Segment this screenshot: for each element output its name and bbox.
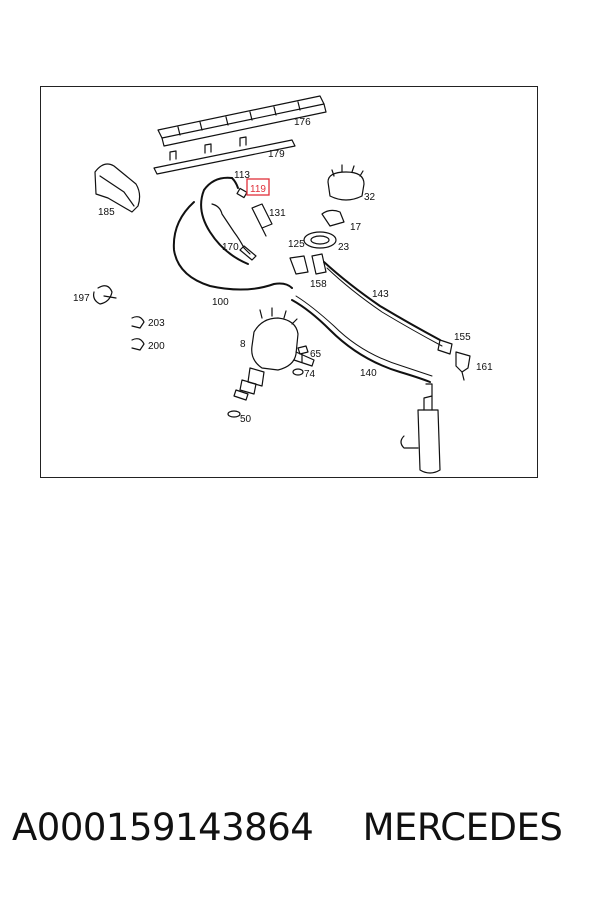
label-125: 125 [288,239,305,250]
label-143: 143 [372,289,389,300]
part-170-connector [211,203,257,261]
caption: A000159143864 MERCEDES [12,806,592,862]
brand-name: MERCEDES [362,806,563,849]
label-74: 74 [304,369,316,380]
label-176: 176 [294,117,311,128]
part-23-seal [303,231,337,249]
part-203-clip [131,316,145,329]
label-185: 185 [98,207,115,218]
diagram-frame [40,86,538,478]
part-50-o-ring [227,410,241,418]
part-200-clip [131,338,145,351]
part-125-connector [289,255,309,275]
part-number: A000159143864 [12,806,314,849]
label-200: 200 [148,341,165,352]
part-161-terminal [455,351,471,381]
label-155: 155 [454,332,471,343]
ignition-coil [400,383,441,474]
label-8: 8 [240,339,246,350]
label-197: 197 [73,293,90,304]
part-131-connector [251,203,273,237]
label-113: 113 [234,170,250,181]
part-65-bolt [297,345,309,363]
label-65: 65 [310,349,322,360]
part-197-clamp [93,285,117,305]
label-203: 203 [148,318,165,329]
part-158-plug [311,253,327,275]
part-179-lower-rail [153,136,296,175]
part-176-upper-rail [157,95,327,147]
label-32: 32 [364,192,376,203]
part-17-rotor [321,209,345,227]
part-100-cable [172,201,293,291]
label-50: 50 [240,414,252,425]
part-32-distributor-cap [327,164,365,201]
highlight-box [246,178,270,196]
label-161: 161 [476,362,493,373]
label-158: 158 [310,279,327,290]
part-155-end-cap [437,339,453,355]
part-140-cable [291,295,433,383]
label-23: 23 [338,242,350,253]
label-119[interactable]: 119 [250,184,266,195]
label-179: 179 [268,149,285,160]
part-8-distributor [233,307,315,401]
label-17: 17 [350,222,362,233]
label-170: 170 [222,242,239,253]
part-119-clip [236,187,248,199]
part-143-cable [323,261,443,347]
label-131: 131 [269,208,286,219]
part-185-cover [94,163,141,213]
label-100: 100 [212,297,229,308]
label-140: 140 [360,368,377,379]
part-113-cable [200,176,249,265]
part-74-washer [292,368,304,376]
